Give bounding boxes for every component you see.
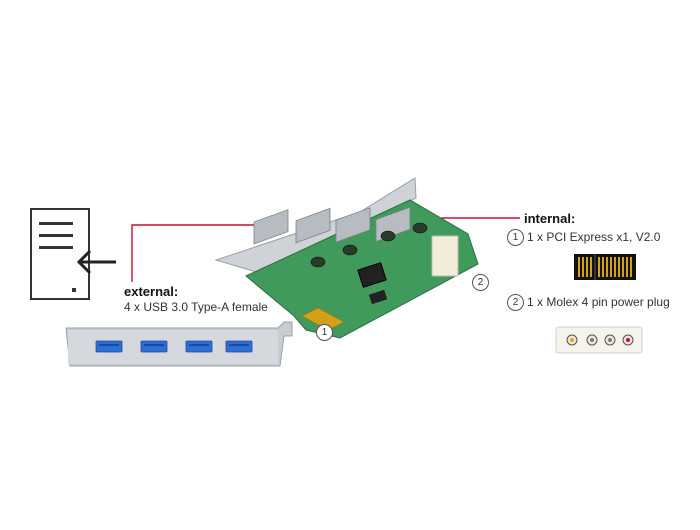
- internal-item-1-label: 1 x PCI Express x1, V2.0: [527, 230, 661, 244]
- external-title: external:: [124, 284, 179, 299]
- internal-title: internal:: [524, 211, 576, 226]
- internal-item-2-number: 2: [507, 294, 524, 311]
- molex-connector-image: [555, 326, 643, 354]
- board-marker-2: 2: [472, 274, 489, 291]
- slot-bracket: [65, 321, 293, 367]
- pcie-connector-image: [574, 254, 636, 280]
- internal-item-2-label: 1 x Molex 4 pin power plug: [527, 295, 670, 309]
- arrow-left-icon: [76, 249, 116, 275]
- internal-item-1-number: 1: [507, 229, 524, 246]
- external-description: 4 x USB 3.0 Type-A female: [124, 300, 268, 314]
- board-marker-1: 1: [316, 324, 333, 341]
- pcie-card-image: [214, 177, 479, 339]
- document-icon: [30, 208, 90, 300]
